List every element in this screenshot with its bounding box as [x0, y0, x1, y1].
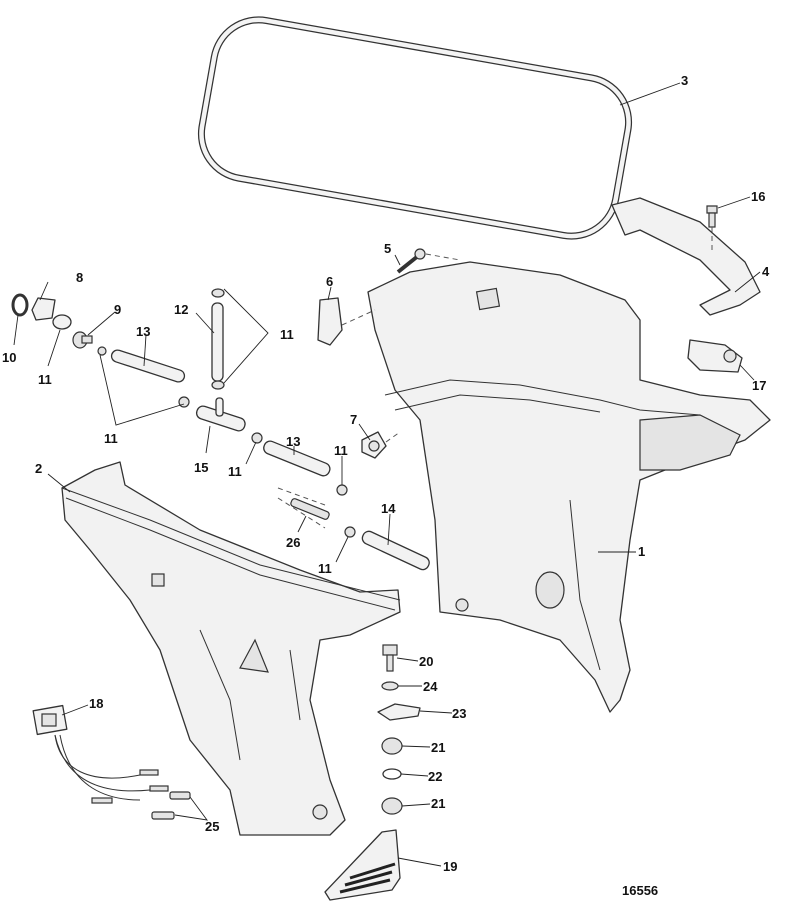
- screw-20-part: [382, 644, 398, 672]
- bracket-23-part: [377, 703, 421, 721]
- callout-11: 11: [334, 443, 348, 458]
- callout-26: 26: [286, 535, 300, 550]
- washer-24-part: [381, 681, 399, 691]
- callout-20: 20: [419, 654, 433, 669]
- washer-22-part: [382, 768, 402, 780]
- hose-13-part: [110, 349, 186, 383]
- clamp-part: [97, 346, 107, 356]
- callout-8: 8: [76, 270, 83, 285]
- fitting-26-part: [277, 487, 330, 529]
- clamp-11-part: [52, 314, 72, 330]
- clamp-part: [344, 526, 356, 538]
- handle-19-part: [324, 829, 401, 901]
- callout-9: 9: [114, 302, 121, 317]
- callout-5: 5: [384, 241, 391, 256]
- clamp-part: [211, 288, 225, 298]
- screw-5-part: [396, 248, 461, 274]
- callout-21: 21: [431, 740, 445, 755]
- terminals-25-part: [151, 791, 191, 820]
- figure-number: 16556: [622, 883, 658, 898]
- harness-18-part: [32, 704, 169, 804]
- callout-23: 23: [452, 706, 466, 721]
- rear-cover-part: [611, 197, 761, 316]
- hose-12-part: [211, 302, 224, 382]
- callout-4: 4: [762, 264, 770, 279]
- callout-11: 11: [280, 327, 294, 342]
- hose-14-part: [361, 530, 430, 571]
- bushing-21b-part: [381, 797, 403, 815]
- callout-1: 1: [638, 544, 645, 559]
- lower-cowl-part: [61, 461, 401, 836]
- leader-lines: [13, 82, 761, 867]
- callout-19: 19: [443, 859, 457, 874]
- cowl-seal: [197, 16, 633, 240]
- callout-14: 14: [381, 501, 396, 516]
- callout-16: 16: [751, 189, 765, 204]
- clamp-part: [211, 380, 225, 390]
- tee-15-part: [195, 397, 246, 432]
- callout-11: 11: [104, 431, 118, 446]
- callout-12: 12: [174, 302, 188, 317]
- callout-2: 2: [35, 461, 42, 476]
- callout-13: 13: [136, 324, 150, 339]
- bracket-6-part: [317, 297, 376, 346]
- fitting-9-part: [72, 331, 93, 349]
- callout-3: 3: [681, 73, 688, 88]
- ring-10-part: [11, 293, 29, 317]
- callout-22: 22: [428, 769, 442, 784]
- callout-11: 11: [318, 561, 332, 576]
- callout-15: 15: [194, 460, 208, 475]
- latch-7-part: [361, 431, 401, 459]
- callout-13: 13: [286, 434, 300, 449]
- clamp-part: [336, 484, 348, 496]
- callout-25: 25: [205, 819, 219, 834]
- callout-17: 17: [752, 378, 766, 393]
- screw-16-part: [706, 205, 718, 250]
- callout-21: 21: [431, 796, 445, 811]
- upper-cowl-part: [367, 261, 771, 713]
- clamp-part: [251, 432, 263, 444]
- bushing-21-part: [381, 737, 403, 755]
- latch-17-part: [687, 339, 743, 373]
- callouts: 3 16 4 5 6 8 9 10 11 12 13 11 17 7 11 15…: [2, 73, 770, 898]
- callout-24: 24: [423, 679, 438, 694]
- callout-18: 18: [89, 696, 103, 711]
- grommet-8-part: [31, 297, 56, 321]
- callout-6: 6: [326, 274, 333, 289]
- callout-7: 7: [350, 412, 357, 427]
- callout-10: 10: [2, 350, 16, 365]
- callout-11: 11: [38, 372, 52, 387]
- hose-13b-part: [263, 440, 331, 477]
- callout-11: 11: [228, 464, 242, 479]
